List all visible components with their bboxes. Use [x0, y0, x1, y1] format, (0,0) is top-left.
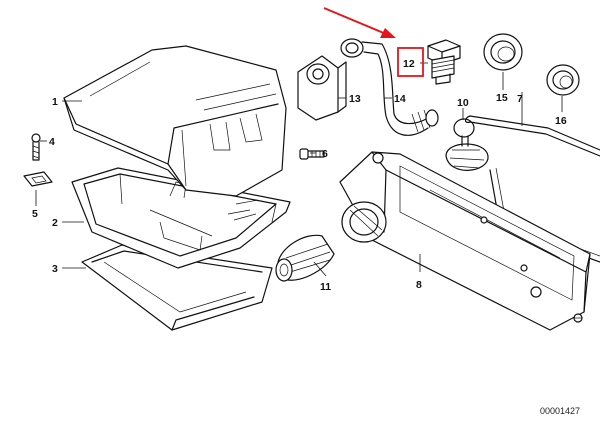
label-part-15: 15	[496, 92, 508, 104]
part-6-screw[interactable]	[299, 148, 325, 160]
part-3-bottom-tray[interactable]	[81, 244, 273, 331]
highlight-box	[397, 47, 424, 77]
label-part-5: 5	[32, 208, 38, 220]
label-part-7: 7	[517, 93, 523, 105]
part-15-seal-ring[interactable]	[483, 33, 523, 71]
highlight-arrow	[323, 7, 396, 38]
label-part-4: 4	[49, 136, 55, 148]
part-8-plenum[interactable]	[339, 151, 591, 331]
part-11-bellows[interactable]	[275, 234, 335, 282]
part-10-valve[interactable]	[445, 118, 489, 171]
part-8-bolt[interactable]	[573, 313, 583, 323]
label-part-2: 2	[52, 217, 58, 229]
label-part-10: 10	[457, 97, 469, 109]
part-16-seal-ring[interactable]	[546, 64, 580, 96]
part-14-pipe[interactable]	[340, 38, 439, 136]
label-part-13: 13	[349, 93, 361, 105]
leader-lines	[35, 62, 563, 277]
label-part-3: 3	[52, 263, 58, 275]
part-4-screw[interactable]	[31, 133, 41, 161]
document-number: 00001427	[540, 406, 580, 416]
label-part-1: 1	[52, 96, 58, 108]
label-part-12: 12	[403, 58, 415, 70]
label-part-8: 8	[416, 279, 422, 291]
part-5-clip-nut[interactable]	[23, 171, 53, 187]
part-1-top-cover[interactable]	[63, 45, 287, 197]
label-part-16: 16	[555, 115, 567, 127]
part-12-sensor[interactable]	[427, 39, 461, 85]
label-part-14: 14	[394, 93, 406, 105]
label-part-11: 11	[320, 281, 331, 293]
label-part-6: 6	[322, 148, 328, 160]
part-13-bracket[interactable]	[297, 55, 347, 121]
